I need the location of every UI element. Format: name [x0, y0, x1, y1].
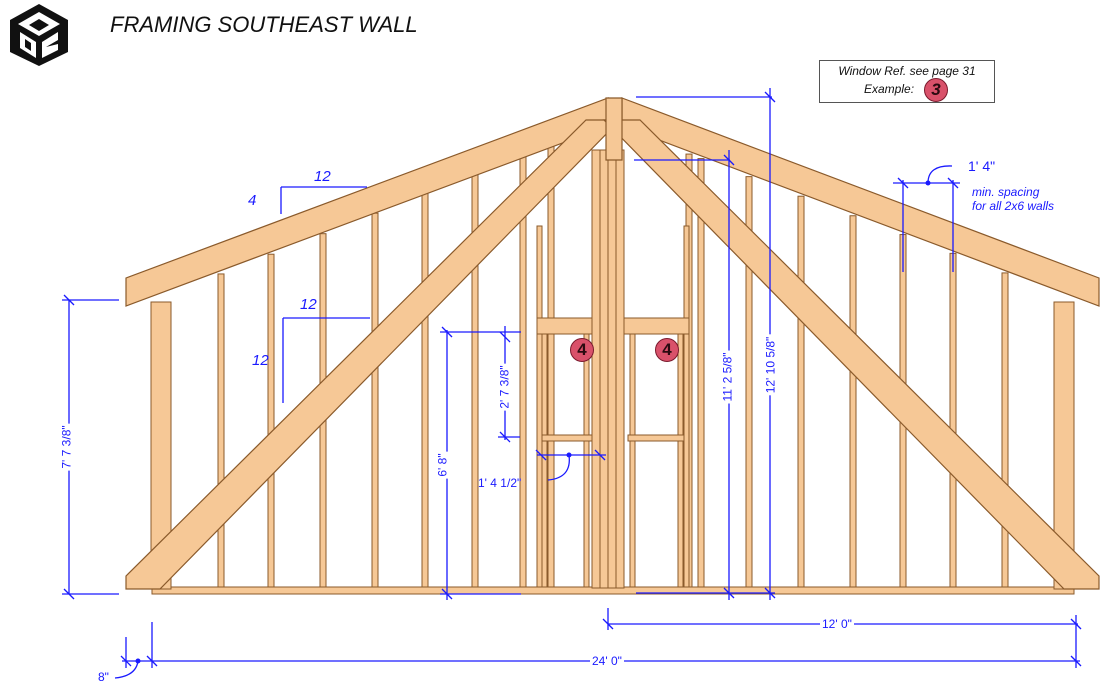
- example-window-badge: 3: [924, 78, 948, 102]
- window-stud-2: [583, 333, 590, 588]
- stud-left-1: [267, 253, 275, 588]
- spacing-note: min. spacing for all 2x6 walls: [972, 185, 1054, 213]
- window-stud-4: [677, 333, 684, 588]
- stud-right-7: [1001, 272, 1009, 588]
- window-stud-1: [541, 333, 548, 588]
- window-height-label: 2' 7 3/8": [497, 363, 512, 411]
- offset-label: 8": [98, 670, 109, 684]
- slope-run-upper: 12: [314, 168, 331, 185]
- example-label: Example:: [864, 82, 915, 96]
- header-height-label: 6' 8": [435, 451, 450, 479]
- wall-height-left-label: 7' 7 3/8": [59, 423, 74, 471]
- window-sill-right: [627, 434, 685, 442]
- rafters: [125, 97, 1100, 590]
- slope-rise-upper: 4: [248, 192, 257, 209]
- window-width-label: 1' 4 1/2": [478, 476, 522, 490]
- spacing-note-line1: min. spacing: [972, 185, 1040, 199]
- full-width-label: 24' 0": [590, 654, 624, 668]
- stud-left-0: [217, 273, 225, 588]
- window-stud-5: [683, 225, 690, 588]
- stud-left-3: [371, 212, 379, 588]
- left-end-post: [150, 301, 172, 590]
- window-badge-right: 4: [655, 338, 679, 362]
- window-header-right: [622, 317, 690, 335]
- stud-right-4: [849, 215, 857, 588]
- window-sill-left: [541, 434, 599, 442]
- window-stud-3: [629, 333, 636, 588]
- right-brace: [602, 119, 1100, 590]
- window-header-left: [536, 317, 602, 335]
- height-mid-label: 11' 2 5/8": [720, 350, 735, 404]
- window-stud-0: [536, 225, 543, 588]
- height-total-label: 12' 10 5/8": [763, 334, 778, 396]
- left-brace: [125, 119, 622, 590]
- center-post: [591, 149, 625, 589]
- brand-logo: [10, 4, 68, 66]
- slope-run-lower: 12: [300, 296, 317, 313]
- window-reference-box: Window Ref. see page 31 Example: 3: [819, 60, 995, 103]
- dimension-dots: [135, 180, 931, 664]
- stud-right-1: [697, 158, 705, 588]
- stud-right-3: [797, 195, 805, 588]
- window-reference-text: Window Ref. see page 31: [838, 64, 976, 78]
- slope-rise-lower: 12: [252, 352, 269, 369]
- page-title: FRAMING SOUTHEAST WALL: [110, 12, 418, 37]
- half-width-label: 12' 0": [820, 617, 854, 631]
- window-badge-left: 4: [570, 338, 594, 362]
- ridge-block: [605, 97, 623, 161]
- stud-left-4: [421, 192, 429, 588]
- stud-spacing-label: 1' 4": [968, 158, 996, 174]
- spacing-note-line2: for all 2x6 walls: [972, 199, 1055, 213]
- stud-right-6: [949, 252, 957, 588]
- stud-left-7: [547, 143, 555, 588]
